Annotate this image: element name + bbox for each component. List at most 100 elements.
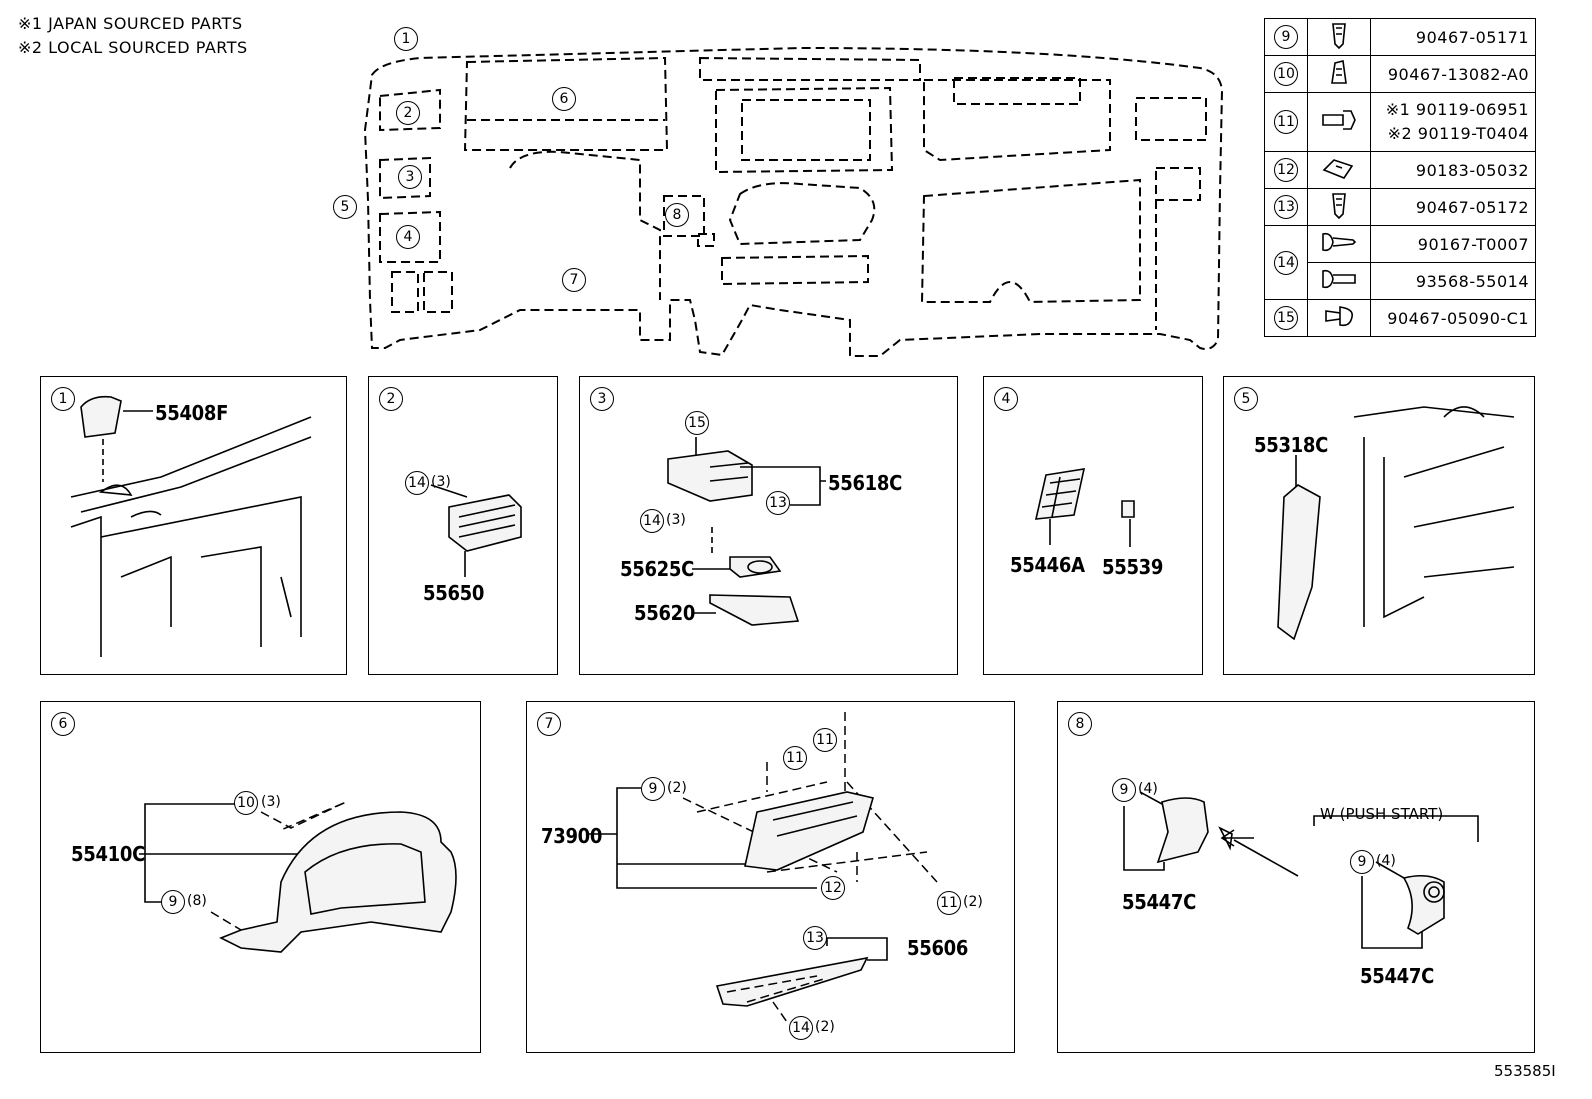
legend-code: 90467-05090-C1 (1370, 299, 1536, 337)
fastener-qty: (2) (667, 780, 687, 796)
legend-ref: 9 (1274, 25, 1298, 49)
fastener-ref: 9 (641, 777, 665, 801)
part-number: 55625C (620, 557, 695, 581)
fastener-ref: 9 (1112, 778, 1136, 802)
part-number: 55447C (1360, 964, 1435, 988)
fastener-ref: 10 (234, 791, 258, 815)
fastener-ref: 13 (766, 491, 790, 515)
part-number: 55650 (423, 581, 485, 605)
callout-7: 7 (562, 268, 586, 292)
legend-row: 12 90183-05032 (1264, 151, 1536, 189)
note-local-sourced: ※2 LOCAL SOURCED PARTS (18, 38, 248, 57)
part-number: 55446A (1010, 553, 1085, 577)
callout-1: 1 (394, 27, 418, 51)
legend-ref: 14 (1274, 250, 1298, 275)
fastener-legend: 9 90467-05171 10 90467-13082-A0 11 ※1 90… (1264, 18, 1536, 337)
panel-1: 1 55408F (40, 376, 347, 675)
legend-row: 10 90467-13082-A0 (1264, 55, 1536, 93)
callout-3: 3 (398, 165, 422, 189)
fastener-ref: 14 (789, 1016, 813, 1040)
panel-7: 7 9 (2) 11 11 12 11 (2) 13 14 (2) 73900 … (526, 701, 1015, 1053)
variant-label: W (PUSH START) (1320, 805, 1444, 823)
legend-code: ※1 90119-06951 (1385, 100, 1529, 119)
panel-5: 5 55318C (1223, 376, 1535, 675)
fastener-ref: 11 (813, 728, 837, 752)
screw-icon (1322, 269, 1356, 289)
legend-ref: 13 (1274, 195, 1298, 219)
legend-row: 9 90467-05171 (1264, 18, 1536, 56)
legend-code: 90467-13082-A0 (1370, 55, 1536, 93)
legend-row: 11 ※1 90119-06951 ※2 90119-T0404 (1264, 92, 1536, 152)
part-number: 55318C (1254, 433, 1329, 457)
console-box-illustration (667, 437, 826, 626)
part-number: 55410C (71, 842, 146, 866)
panel-8: 8 9 (4) 9 (4) W (PUSH START) 55447C 5544… (1057, 701, 1535, 1053)
callout-2: 2 (396, 101, 420, 125)
fastener-qty: (8) (187, 893, 207, 909)
clip-icon (1331, 60, 1347, 84)
part-number: 55447C (1122, 890, 1197, 914)
side-panel-illustration (1277, 406, 1515, 641)
panel-4: 4 55446A 55539 (983, 376, 1203, 675)
fastener-qty: (3) (261, 794, 281, 810)
fastener-ref: 9 (161, 890, 185, 914)
fastener-qty: (3) (666, 512, 686, 528)
part-number: 55618C (828, 471, 903, 495)
vent-illustration (430, 484, 522, 577)
legend-ref: 10 (1274, 62, 1298, 86)
callout-6: 6 (552, 87, 576, 111)
nut-icon (1322, 159, 1354, 179)
fastener-ref: 12 (821, 876, 845, 900)
panel-6: 6 10 (3) 9 (8) 55410C (40, 701, 481, 1053)
part-number: 55620 (634, 601, 696, 625)
part-number: 73900 (541, 824, 603, 848)
legend-row: 14 90167-T0007 (1264, 225, 1536, 300)
bolt-icon (1322, 110, 1356, 130)
glove-box-illustration (587, 712, 938, 1023)
part-number: 55539 (1102, 555, 1164, 579)
callout-4: 4 (396, 225, 420, 249)
panel-ref: 3 (590, 387, 614, 411)
legend-ref: 15 (1274, 306, 1298, 330)
panel-ref: 7 (537, 712, 561, 736)
panel-2: 2 14 (3) 55650 (368, 376, 558, 675)
panel-ref: 4 (994, 387, 1018, 411)
panel-ref: 8 (1068, 712, 1092, 736)
fastener-ref: 11 (783, 746, 807, 770)
fastener-ref: 9 (1350, 850, 1374, 874)
pin-icon (1325, 306, 1354, 327)
switch-panel-illustration (1034, 468, 1135, 547)
legend-ref: 11 (1274, 110, 1298, 134)
callout-5: 5 (333, 195, 357, 219)
callout-8: 8 (665, 203, 689, 227)
legend-code: 90467-05171 (1370, 18, 1536, 56)
panel-ref: 1 (51, 387, 75, 411)
legend-code: 90183-05032 (1370, 151, 1536, 189)
legend-ref: 12 (1274, 158, 1298, 182)
fastener-ref: 14 (640, 509, 664, 533)
panel-ref: 6 (51, 712, 75, 736)
panel-ref: 2 (379, 387, 403, 411)
panel-3: 3 15 13 14 (3) 55618C 55625C 55620 (579, 376, 958, 675)
fastener-ref: 13 (803, 926, 827, 950)
legend-row: 15 90467-05090-C1 (1264, 299, 1536, 337)
legend-code: 93568-55014 (1370, 262, 1536, 300)
fastener-qty: (2) (963, 894, 983, 910)
clip-icon (1332, 23, 1346, 50)
screw-icon (1322, 232, 1357, 252)
lower-panel-illustration (1123, 791, 1479, 949)
fastener-qty: (2) (815, 1019, 835, 1035)
legend-code: ※2 90119-T0404 (1387, 124, 1529, 143)
fastener-ref: 14 (405, 471, 429, 495)
figure-id: 553585I (1494, 1062, 1556, 1080)
fastener-ref: 15 (685, 411, 709, 435)
legend-code: 90467-05172 (1370, 188, 1536, 226)
legend-code: 90167-T0007 (1370, 225, 1536, 263)
legend-row: 13 90467-05172 (1264, 188, 1536, 226)
part-number: 55408F (155, 401, 229, 425)
dashboard-left-illustration (70, 395, 312, 657)
clip-icon (1332, 193, 1346, 220)
meter-hood-illustration (139, 801, 457, 953)
fastener-ref: 11 (937, 891, 961, 915)
